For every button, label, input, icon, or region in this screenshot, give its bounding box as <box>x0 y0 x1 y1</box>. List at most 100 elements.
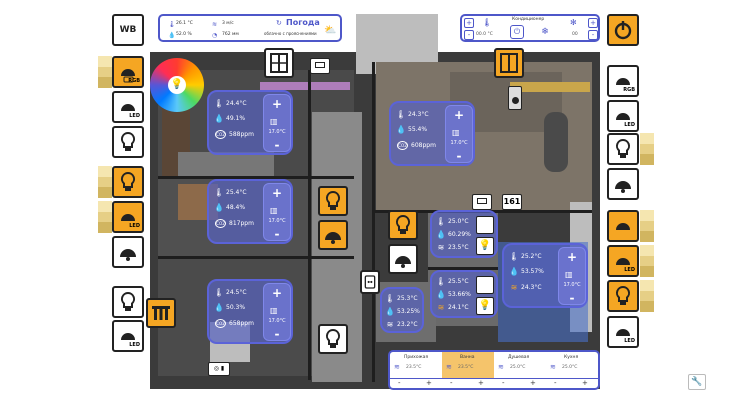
thermometer-icon: 🌡 <box>168 21 176 28</box>
socket-button[interactable] <box>360 270 380 294</box>
brightness-strip[interactable] <box>640 133 654 166</box>
bulb-button[interactable] <box>318 324 348 354</box>
zone-minus-button[interactable]: - <box>398 379 401 387</box>
bulb-button[interactable]: 💡 <box>476 237 494 255</box>
rgb-lamp-button[interactable]: RGB <box>607 65 639 97</box>
washing-machine-icon[interactable]: ◎ ▮ <box>208 362 230 376</box>
fan-button[interactable]: ⌂ <box>476 276 494 294</box>
zone-plus-button[interactable]: + <box>530 379 536 387</box>
thermostat-setpoint: 17.0°C <box>450 140 468 146</box>
brightness-strip[interactable] <box>98 166 112 199</box>
radiator-button-on[interactable] <box>146 298 176 328</box>
humidity-icon: 💧 <box>396 124 406 134</box>
bulb-button-on[interactable] <box>112 166 144 198</box>
brightness-strip[interactable] <box>98 201 112 234</box>
rgb-lamp-button[interactable]: RGB <box>112 56 144 88</box>
thermostat-plus-button[interactable]: + <box>271 186 283 200</box>
thermostat-setpoint: 17.0°C <box>268 318 286 324</box>
power-icon <box>614 21 632 40</box>
rgb-color-wheel[interactable]: 💡 <box>150 58 204 112</box>
tv-icon[interactable] <box>310 58 330 74</box>
floor-zone-hallway[interactable]: Прихожая ≋ 23.5°C <box>390 352 442 378</box>
bulb-button-on[interactable] <box>388 210 418 240</box>
led-lamp-button[interactable]: LED <box>112 320 144 352</box>
bulb-button[interactable] <box>607 133 639 165</box>
weather-widget[interactable]: 🌡 26.1 °C 💧 52.0 % ≋ 3 м/с ◔ 762 мм ↻ По… <box>158 14 342 42</box>
pendant-lamp-button[interactable] <box>388 244 418 274</box>
thermometer-icon: 🌡 <box>213 187 225 197</box>
led-lamp-button[interactable]: LED <box>607 316 639 348</box>
ac-temp-minus-button[interactable]: - <box>464 30 474 40</box>
zone-plus-button[interactable]: + <box>478 379 484 387</box>
radiator-icon: ▥ <box>270 306 278 315</box>
pendant-lamp-button[interactable] <box>607 168 639 200</box>
humidity-icon: 💧 <box>509 266 519 276</box>
led-label: LED <box>624 338 635 344</box>
led-lamp-button[interactable]: LED <box>112 91 144 123</box>
zone-plus-button[interactable]: + <box>426 379 432 387</box>
thermostat-minus-button[interactable]: - <box>274 227 280 241</box>
ac-fan-plus-button[interactable]: + <box>588 18 598 28</box>
bulb-button-on[interactable] <box>607 280 639 312</box>
brightness-strip[interactable] <box>640 210 654 243</box>
bathroom-sensor-panel: 🌡25.0°C 💧60.29% ≋23.5°C ⌂ 💡 <box>430 210 498 258</box>
floor-zone-bath[interactable]: Ванна ≋ 23.5°C <box>442 352 494 378</box>
led-label: LED <box>129 113 140 119</box>
pendant-lamp-button-on[interactable] <box>318 220 348 250</box>
bulb-button[interactable]: 💡 <box>476 297 494 315</box>
brightness-strip[interactable] <box>98 56 112 89</box>
refresh-icon[interactable]: ↻ <box>276 19 282 27</box>
ceiling-lamp-icon <box>616 72 630 85</box>
floor-zone-shower[interactable]: Душевая ≋ 25.0°C <box>494 352 546 378</box>
light-strip-yellow <box>510 82 590 92</box>
pendant-lamp-button[interactable] <box>112 236 144 268</box>
thermostat-plus-button[interactable]: + <box>566 250 578 264</box>
thermostat-minus-button[interactable]: - <box>274 327 280 341</box>
wrench-icon[interactable]: 🔧 <box>688 374 706 390</box>
zone-plus-button[interactable]: + <box>582 379 588 387</box>
thermostat-plus-button[interactable]: + <box>271 286 283 300</box>
master-power-button[interactable] <box>607 14 639 46</box>
brightness-strip[interactable] <box>640 245 654 278</box>
thermostat-plus-button[interactable]: + <box>453 108 465 122</box>
led-lamp-button-on[interactable]: LED <box>607 245 639 277</box>
floor-heating-panel: Прихожая ≋ 23.5°C Ванна ≋ 23.5°C Душевая… <box>388 350 600 390</box>
bulb-button-on[interactable] <box>318 186 348 216</box>
weather-title: Погода <box>286 18 320 27</box>
zone-minus-button[interactable]: - <box>554 379 557 387</box>
snowflake-icon[interactable]: ❄ <box>541 27 549 37</box>
window-blinds-button[interactable] <box>264 48 294 78</box>
led-lamp-button[interactable]: LED <box>607 100 639 132</box>
thermostat-minus-button[interactable]: - <box>456 149 462 163</box>
window-blinds-button-on[interactable] <box>494 48 524 78</box>
counter-display[interactable]: 161 <box>502 194 522 210</box>
rgb-label: RGB <box>128 78 140 84</box>
room-co2: 588ppm <box>229 131 254 138</box>
thermostat-minus-button[interactable]: - <box>569 291 575 305</box>
zone-minus-button[interactable]: - <box>450 379 453 387</box>
thermostat-plus-button[interactable]: + <box>271 97 283 111</box>
floor-heating-icon: ≋ <box>550 363 556 371</box>
tv-icon[interactable] <box>472 194 492 210</box>
bath-floor-temperature: 23.5°C <box>448 244 469 251</box>
zone-minus-button[interactable]: - <box>502 379 505 387</box>
room-co2: 608ppm <box>411 142 436 149</box>
ac-fan-minus-button[interactable]: - <box>588 30 598 40</box>
brightness-strip[interactable] <box>640 280 654 313</box>
speaker-icon[interactable] <box>508 86 522 110</box>
bulb-button[interactable] <box>112 286 144 318</box>
led-lamp-button-on[interactable]: LED <box>112 201 144 233</box>
fan-button[interactable]: ⌂ <box>476 216 494 234</box>
bulb-button[interactable] <box>112 126 144 158</box>
ceiling-lamp-button-on[interactable] <box>607 210 639 242</box>
ceiling-lamp-icon <box>616 217 630 230</box>
thermostat-spinner: + ▥ 17.0°C - <box>558 247 586 305</box>
thermostat-minus-button[interactable]: - <box>274 138 280 152</box>
floor-zone-kitchen[interactable]: Кухня ≋ 25.0°C <box>546 352 598 378</box>
light-bulb-icon <box>120 171 136 191</box>
ac-power-button[interactable]: ⏻ <box>510 25 524 39</box>
ac-temp-plus-button[interactable]: + <box>464 18 474 28</box>
bath-temperature: 25.0°C <box>448 218 469 225</box>
air-conditioner-widget: + - 🌡 00.0 °C Кондиционер ⏻ ❄ ✻ 00 + - <box>460 14 600 42</box>
